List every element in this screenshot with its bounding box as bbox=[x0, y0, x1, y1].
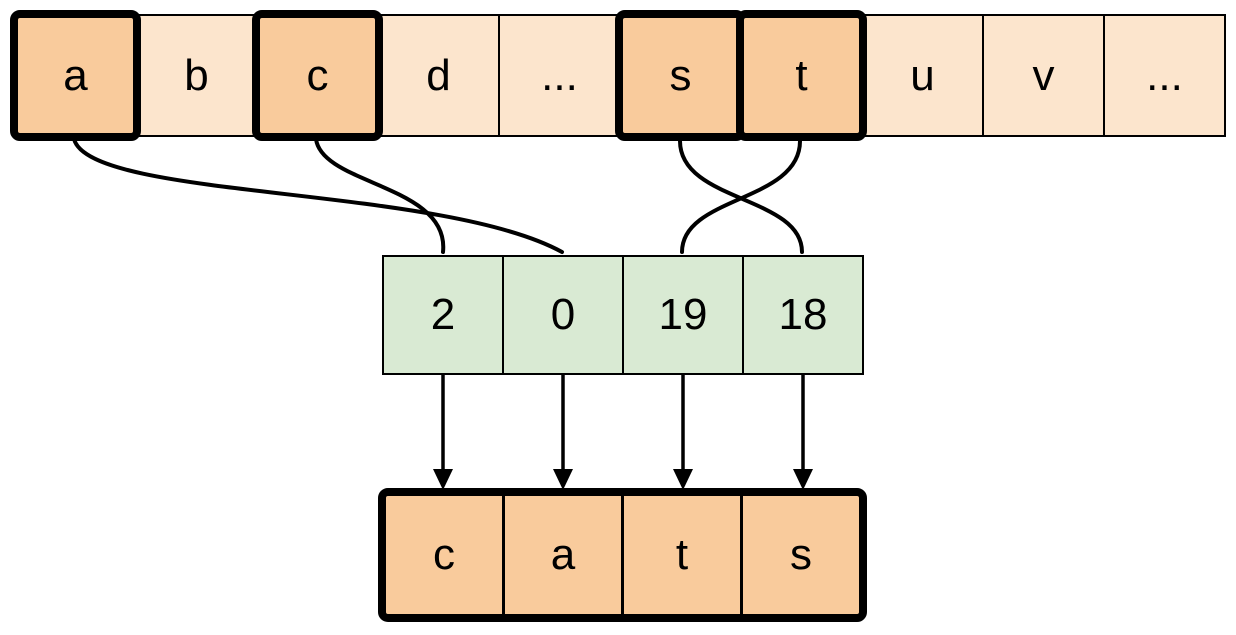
output-cell-c: c bbox=[386, 496, 505, 614]
index-cell-label: 2 bbox=[430, 290, 456, 339]
index-cell-label: 18 bbox=[778, 290, 828, 339]
connector-s-to-18 bbox=[678, 139, 804, 254]
index-cell-18: 18 bbox=[742, 255, 864, 375]
index-cell-2: 2 bbox=[382, 255, 504, 375]
alphabet-cell-ellipsis-1: ... bbox=[498, 14, 621, 137]
alphabet-cell-label: u bbox=[910, 50, 935, 100]
alphabet-cell-a: a bbox=[10, 10, 141, 141]
alphabet-cell-label: s bbox=[669, 50, 692, 100]
output-cell-t: t bbox=[624, 496, 743, 614]
connector-a-to-0 bbox=[72, 137, 564, 254]
output-cell-label: a bbox=[550, 530, 576, 579]
alphabet-cell-label: a bbox=[63, 50, 88, 100]
connector-c-to-2 bbox=[314, 137, 446, 254]
alphabet-cell-d: d bbox=[377, 14, 500, 137]
arrow-head-19-to-t bbox=[673, 469, 693, 490]
connector-t-to-19 bbox=[680, 139, 802, 254]
arrow-head-18-to-s bbox=[793, 469, 813, 490]
alphabet-cell-label: v bbox=[1032, 50, 1055, 100]
index-cell-19: 19 bbox=[622, 255, 744, 375]
alphabet-cell-label: b bbox=[184, 50, 209, 100]
alphabet-cell-label: d bbox=[426, 50, 451, 100]
index-cell-label: 19 bbox=[658, 290, 708, 339]
index-cell-0: 0 bbox=[502, 255, 624, 375]
alphabet-cell-label: c bbox=[306, 50, 329, 100]
index-cell-label: 0 bbox=[550, 290, 576, 339]
alphabet-cell-ellipsis-2: ... bbox=[1103, 14, 1226, 137]
output-cell-label: t bbox=[675, 530, 689, 579]
output-cell-label: s bbox=[790, 530, 812, 579]
output-cell-a: a bbox=[505, 496, 624, 614]
output-word-box: c a t s bbox=[378, 488, 867, 622]
alphabet-cell-label: ... bbox=[1146, 50, 1183, 100]
alphabet-cell-v: v bbox=[982, 14, 1105, 137]
output-cell-label: c bbox=[433, 530, 455, 579]
alphabet-cell-b: b bbox=[135, 14, 258, 137]
arrow-head-2-to-c bbox=[433, 469, 453, 490]
alphabet-cell-u: u bbox=[861, 14, 984, 137]
alphabet-cell-s: s bbox=[615, 10, 746, 141]
arrow-head-0-to-a bbox=[553, 469, 573, 490]
alphabet-cell-label: ... bbox=[541, 50, 578, 100]
alphabet-cell-c: c bbox=[252, 10, 383, 141]
alphabet-cell-t: t bbox=[736, 10, 867, 141]
output-cell-s: s bbox=[743, 496, 859, 614]
alphabet-cell-label: t bbox=[795, 50, 808, 100]
